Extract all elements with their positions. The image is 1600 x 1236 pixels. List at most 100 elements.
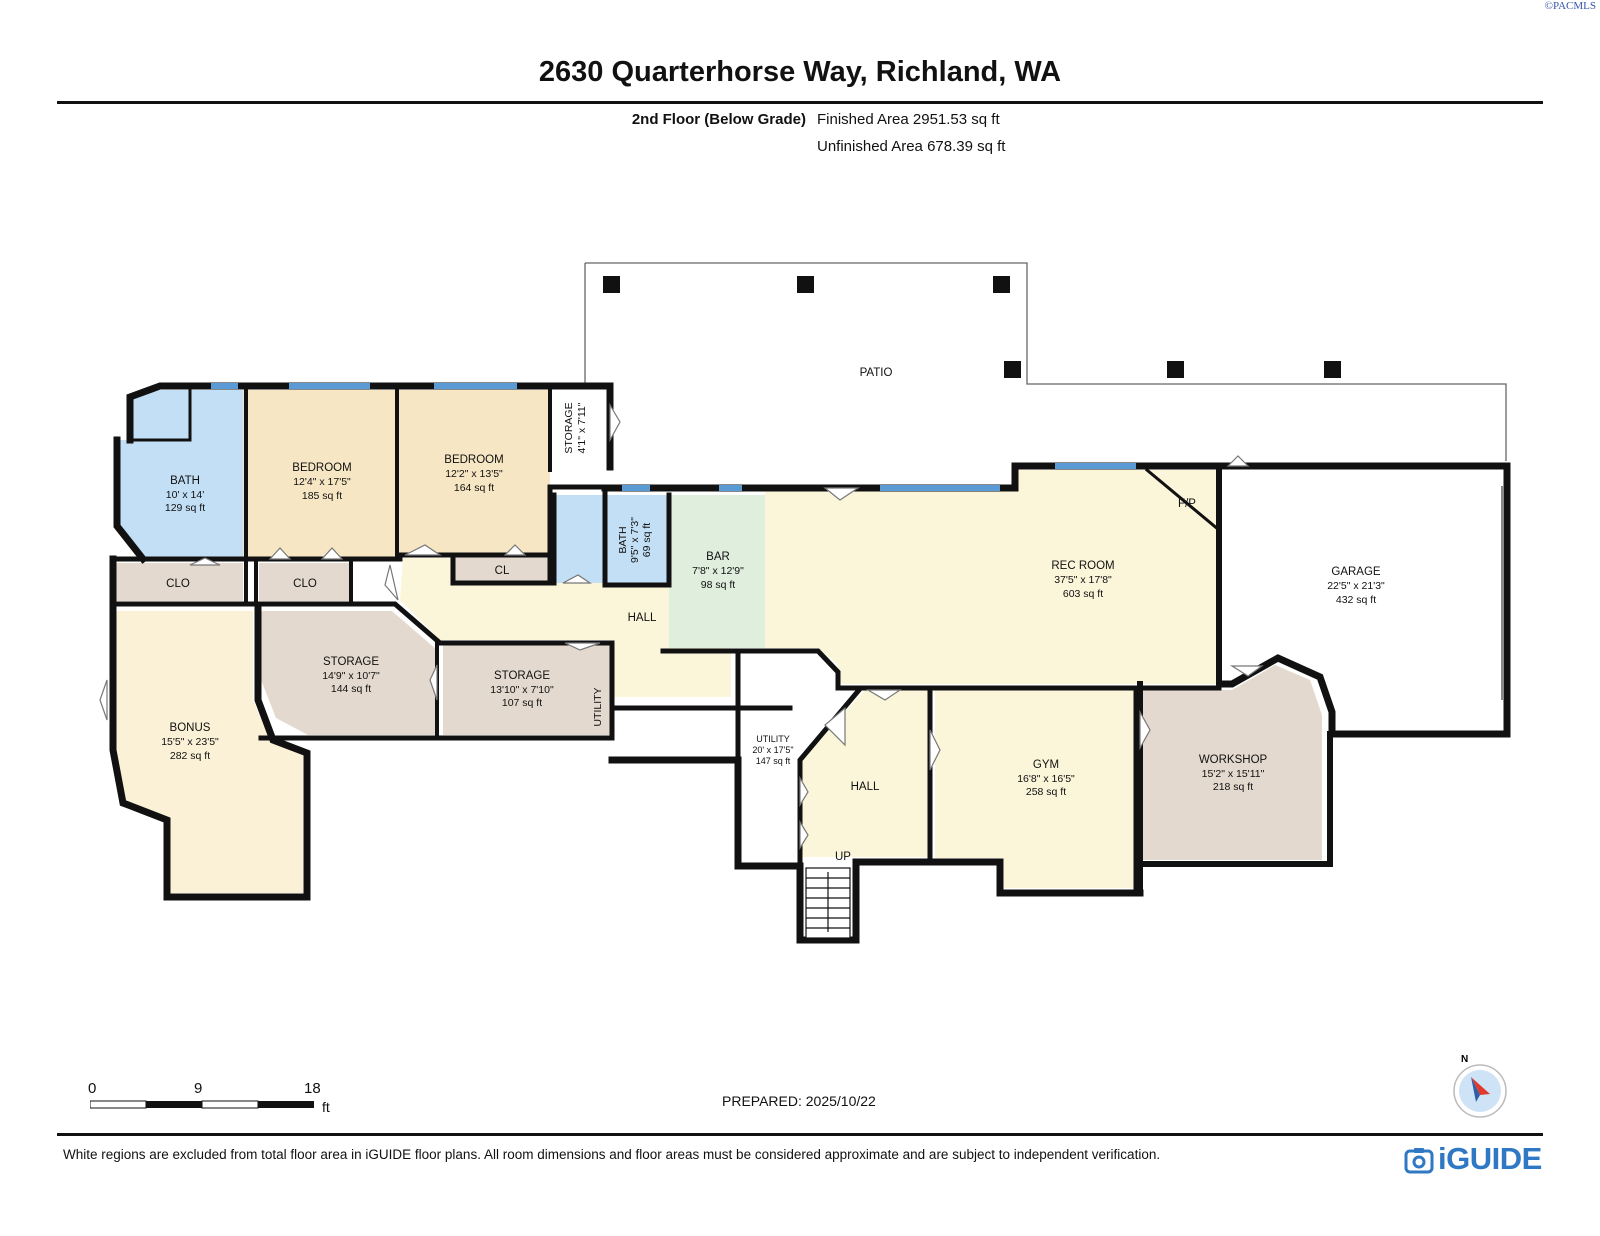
footer-divider — [57, 1133, 1543, 1136]
gym-dims: 16'8" x 16'5" — [1017, 773, 1075, 785]
bedroom2-area: 164 sq ft — [454, 482, 494, 494]
cl-label: CL — [495, 565, 510, 577]
bath2-label: BATH — [617, 526, 629, 553]
bath1-shower-fill — [130, 390, 190, 440]
copyright-mark: ©PACMLS — [1544, 0, 1596, 12]
room-fills — [113, 390, 1504, 893]
rec-room-label: REC ROOM — [1051, 560, 1114, 572]
storage2-area: 107 sq ft — [502, 697, 542, 709]
patio-post — [1324, 361, 1341, 378]
brand-name: iGUIDE — [1438, 1141, 1542, 1176]
bath2-dims: 9'5" x 7'3" — [629, 517, 641, 563]
bar-dims: 7'8" x 12'9" — [692, 565, 744, 577]
patio-post — [1167, 361, 1184, 378]
compass-north-label: N — [1461, 1054, 1468, 1065]
bedroom2-fill — [397, 390, 550, 555]
camera-icon — [1404, 1148, 1434, 1174]
gym-label: GYM — [1033, 759, 1059, 771]
scale-mark-18: 18 — [304, 1080, 321, 1097]
patio-label: PATIO — [860, 367, 893, 379]
workshop-area: 218 sq ft — [1213, 781, 1253, 793]
bath1-label: BATH — [170, 475, 200, 487]
bonus-area: 282 sq ft — [170, 750, 210, 762]
storage1-dims: 14'9" x 10'7" — [322, 670, 380, 682]
patio-post — [1004, 361, 1021, 378]
bonus-fill — [113, 611, 303, 893]
utility-area: 147 sq ft — [756, 756, 791, 766]
bonus-label: BONUS — [170, 722, 211, 734]
rec-room-area: 603 sq ft — [1063, 588, 1103, 600]
clo2-fill — [259, 563, 351, 601]
storage1-label: STORAGE — [323, 656, 379, 668]
storage2-fill — [443, 644, 612, 735]
storage2-label: STORAGE — [494, 670, 550, 682]
finished-area: Finished Area 2951.53 sq ft — [817, 111, 1000, 128]
bonus-dims: 15'5" x 23'5" — [161, 736, 219, 748]
scale-unit: ft — [322, 1099, 330, 1115]
cl-fill — [453, 557, 550, 583]
storage-small-fill — [550, 390, 606, 467]
prepared-date: PREPARED: 2025/10/22 — [722, 1093, 876, 1109]
bath1-upper-fill — [190, 390, 243, 440]
clo2-label: CLO — [293, 578, 317, 590]
room-labels: PATIO BATH 10' x 14' 129 sq ft BEDROOM 1… — [161, 367, 1385, 863]
stairs — [805, 867, 851, 939]
gym-fill — [935, 690, 1136, 888]
doors — [99, 402, 1264, 851]
iguide-logo: iGUIDE — [1404, 1141, 1544, 1181]
garage-area: 432 sq ft — [1336, 594, 1376, 606]
rec-room-fill — [765, 470, 1217, 684]
floor-name: 2nd Floor (Below Grade) — [631, 111, 806, 128]
workshop-fill — [1142, 665, 1322, 860]
bar-fill — [669, 495, 765, 648]
up-label: UP — [835, 851, 851, 863]
garage-label: GARAGE — [1331, 566, 1381, 578]
patio — [584, 262, 1507, 461]
bath1-area: 129 sq ft — [165, 502, 205, 514]
page-title: 2630 Quarterhorse Way, Richland, WA — [538, 56, 1062, 88]
scale-bar-graphic — [90, 1100, 314, 1109]
utility-fill — [612, 664, 845, 866]
hall-upper-fill — [400, 558, 731, 697]
bedroom1-dims: 12'4" x 17'5" — [293, 476, 351, 488]
bath2a-fill — [554, 495, 605, 583]
bar-label: BAR — [706, 551, 730, 563]
storage-small-label: STORAGE — [563, 402, 575, 453]
gym-area: 258 sq ft — [1026, 786, 1066, 798]
patio-post — [993, 276, 1010, 293]
bedroom1-label: BEDROOM — [292, 462, 351, 474]
scale-mark-9: 9 — [194, 1080, 203, 1097]
patio-post — [797, 276, 814, 293]
storage1-area: 144 sq ft — [331, 683, 371, 695]
storage1-fill — [261, 611, 437, 735]
compass-icon: N — [1453, 1054, 1507, 1118]
bedroom2-label: BEDROOM — [444, 454, 503, 466]
bar-area: 98 sq ft — [701, 579, 736, 591]
utility-dims: 20' x 17'5" — [752, 745, 793, 755]
garage-dims: 22'5" x 21'3" — [1327, 580, 1385, 592]
utility-small-label: UTILITY — [592, 687, 604, 726]
bath1-fill — [117, 440, 243, 559]
storage2-dims: 13'10" x 7'10" — [490, 684, 554, 696]
workshop-label: WORKSHOP — [1199, 754, 1268, 766]
bedroom1-area: 185 sq ft — [302, 490, 342, 502]
hall-lower-label: HALL — [851, 781, 880, 793]
clo1-label: CLO — [166, 578, 190, 590]
bath2-fill — [605, 495, 669, 583]
patio-post — [603, 276, 620, 293]
storage-small-dims: 4'1" x 7'11" — [576, 402, 588, 453]
utility-label: UTILITY — [756, 734, 790, 744]
scale-mark-0: 0 — [88, 1080, 97, 1097]
fireplace-label: F/P — [1178, 498, 1196, 510]
hall-upper-label: HALL — [628, 612, 657, 624]
bedroom2-dims: 12'2" x 13'5" — [445, 468, 503, 480]
workshop-dims: 15'2" x 15'11" — [1202, 768, 1265, 780]
bath1-dims: 10' x 14' — [166, 489, 204, 501]
rec-room-dims: 37'5" x 17'8" — [1054, 574, 1112, 586]
windows — [211, 383, 1136, 491]
scale-bar: 0 9 18 ft — [88, 1080, 348, 1120]
disclaimer: White regions are excluded from total fl… — [63, 1147, 1161, 1162]
clo1-fill — [113, 563, 243, 601]
bedroom1-fill — [243, 390, 397, 559]
